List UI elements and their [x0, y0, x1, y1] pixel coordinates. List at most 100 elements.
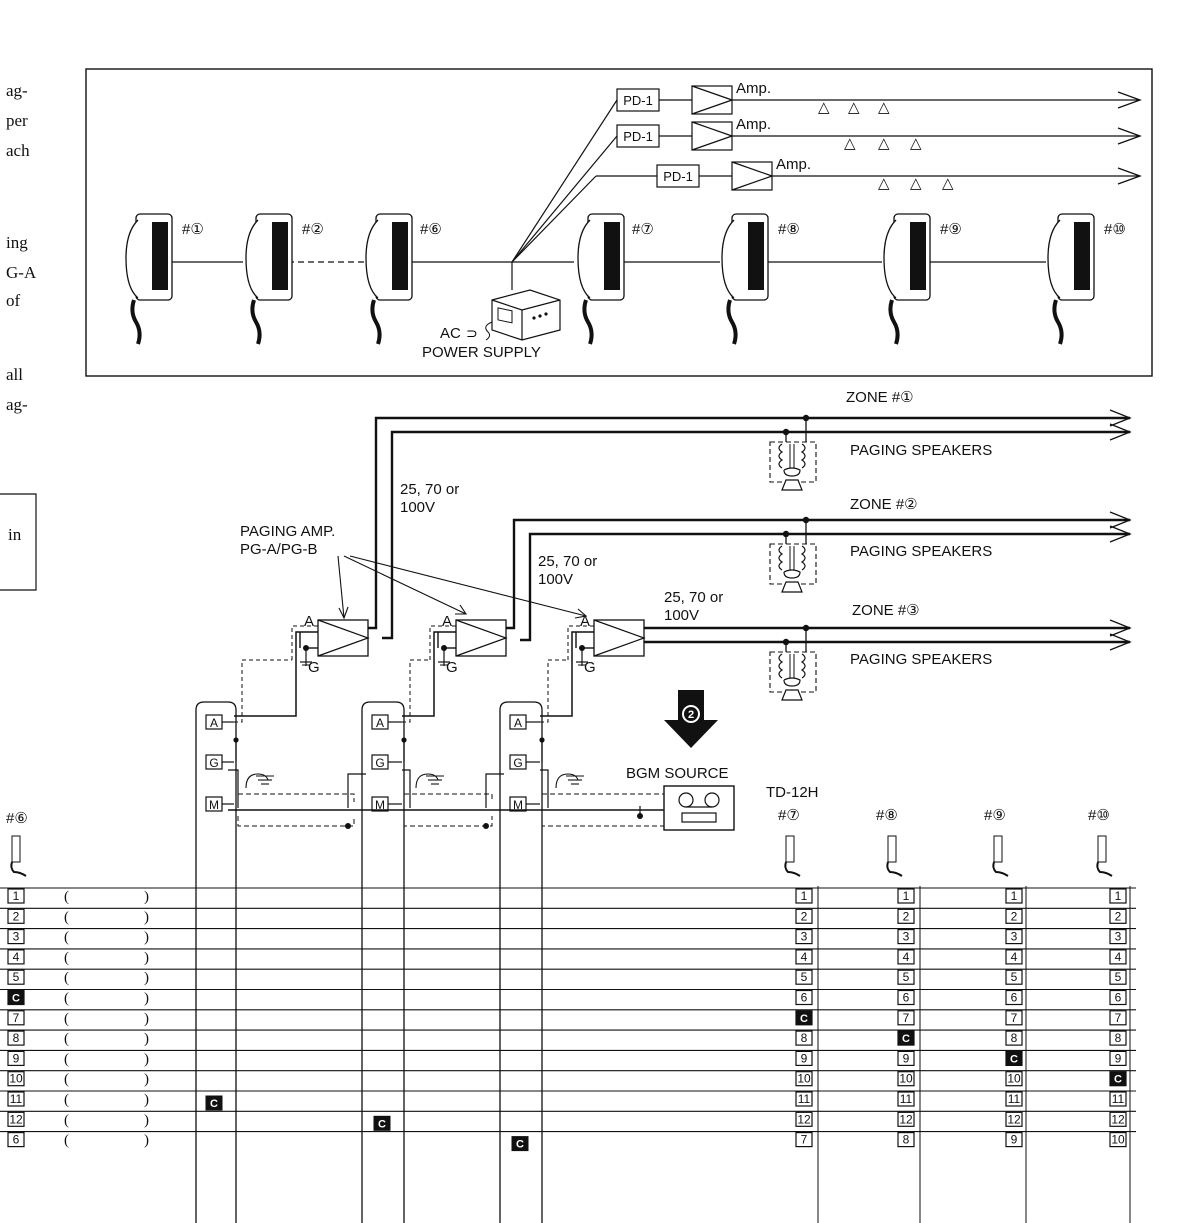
paren-open: (: [64, 1031, 69, 1047]
left-note-box: [0, 493, 37, 591]
terminal-number: 6: [801, 991, 808, 1005]
common-terminal: C: [378, 1118, 386, 1130]
terminal-number: 6: [1115, 991, 1122, 1005]
intercom-stations: [125, 213, 1095, 345]
td-12h-label: TD-12H: [766, 784, 819, 801]
amp-input-a: A: [442, 613, 452, 630]
terminal-number: 9: [1011, 1133, 1018, 1147]
speaker-icon: △: [910, 135, 922, 152]
paren-open: (: [64, 991, 69, 1007]
terminal-number: 8: [1011, 1031, 1018, 1045]
terminal-g: G: [209, 756, 218, 770]
handset-small-icon: [784, 835, 801, 877]
pd1-label: PD-1: [663, 169, 693, 184]
left-text-2: per: [6, 111, 28, 130]
speaker-icon: △: [844, 135, 856, 152]
terminal-number: 12: [1007, 1112, 1021, 1126]
bottom-station-9: #⑨: [984, 807, 1006, 824]
speakers-label-3: PAGING SPEAKERS: [850, 651, 992, 668]
tape-deck-icon: [663, 785, 735, 831]
terminal-number: 3: [13, 930, 20, 944]
handset-icon: [1047, 213, 1095, 345]
handset-icon: [365, 213, 413, 345]
common-terminal: C: [12, 993, 20, 1005]
paren-open: (: [64, 1072, 69, 1088]
left-text-8: ag-: [6, 395, 28, 414]
terminal-number: 1: [13, 889, 20, 903]
power-supply-ac-label: AC: [440, 325, 461, 342]
ground-icon: [245, 773, 274, 789]
terminal-number: 6: [903, 991, 910, 1005]
terminal-number: 2: [801, 909, 808, 923]
common-terminal: C: [1114, 1074, 1122, 1086]
paren-close: ): [144, 889, 149, 905]
paren-close: ): [144, 1031, 149, 1047]
speaker-icon: △: [910, 175, 922, 192]
paging-amp-label: PAGING AMP.: [240, 523, 335, 540]
ground-symbols: [245, 773, 584, 789]
station-label-1: #①: [182, 221, 204, 238]
terminal-number: 6: [1011, 991, 1018, 1005]
terminal-number: 12: [9, 1112, 23, 1126]
speakers-label-2: PAGING SPEAKERS: [850, 543, 992, 560]
speaker-icon: △: [818, 99, 830, 116]
pd1-label: PD-1: [623, 129, 653, 144]
paren-open: (: [64, 1112, 69, 1128]
terminal-a: A: [210, 716, 218, 730]
terminal-number: 11: [798, 1092, 811, 1106]
paren-close: ): [144, 1051, 149, 1067]
left-text-6: of: [6, 291, 21, 310]
left-text-7: all: [6, 365, 23, 384]
voltage-unit-3: 100V: [664, 607, 699, 624]
handset-small-icon: [992, 835, 1009, 877]
terminal-m: M: [513, 798, 523, 812]
terminal-number: 9: [903, 1051, 910, 1065]
speaker-icon: △: [848, 99, 860, 116]
terminal-number: 5: [801, 970, 808, 984]
bgm-source: BGM SOURCE: [626, 765, 735, 831]
station-label-8: #⑧: [778, 221, 800, 238]
common-terminal: C: [800, 1013, 808, 1025]
power-supply-label: POWER SUPPLY: [422, 344, 541, 361]
terminal-number: 10: [9, 1072, 23, 1086]
terminal-number: 5: [13, 970, 20, 984]
left-text-1: ag-: [6, 81, 28, 100]
amp-box: [691, 121, 733, 151]
terminal-number: 7: [903, 1011, 910, 1025]
left-text-5: G-A: [6, 263, 37, 282]
paren-close: ): [144, 909, 149, 925]
terminal-number: 7: [1011, 1011, 1018, 1025]
speaker-transformer: [769, 414, 817, 491]
terminal-number: 2: [1115, 909, 1122, 923]
amp-box: [691, 85, 733, 115]
strip-common: C: [511, 1136, 529, 1152]
paging-amp: AG: [567, 613, 646, 676]
handset-icon: [883, 213, 931, 345]
pd-row-3: PD-1 Amp. △ △ △: [656, 156, 1142, 192]
terminal-strip: AGM: [195, 631, 300, 1223]
terminal-number: 4: [1115, 950, 1122, 964]
common-terminal: C: [902, 1033, 910, 1045]
amp-input-a: A: [580, 613, 590, 630]
terminal-number: 3: [1011, 930, 1018, 944]
amp-label: Amp.: [776, 156, 811, 173]
voltage-label-2: 25, 70 or: [538, 553, 597, 570]
bottom-station-6: #⑥: [6, 810, 28, 827]
paging-speakers: [769, 414, 817, 701]
speaker-icon: △: [878, 135, 890, 152]
terminal-number: 2: [903, 909, 910, 923]
voltage-label-1: 25, 70 or: [400, 481, 459, 498]
amp-box: [731, 161, 773, 191]
amp-ground-g: G: [584, 659, 596, 676]
zone-label-3: ZONE #③: [852, 602, 920, 619]
terminal-m: M: [375, 798, 385, 812]
bottom-station-7: #⑦: [778, 807, 800, 824]
